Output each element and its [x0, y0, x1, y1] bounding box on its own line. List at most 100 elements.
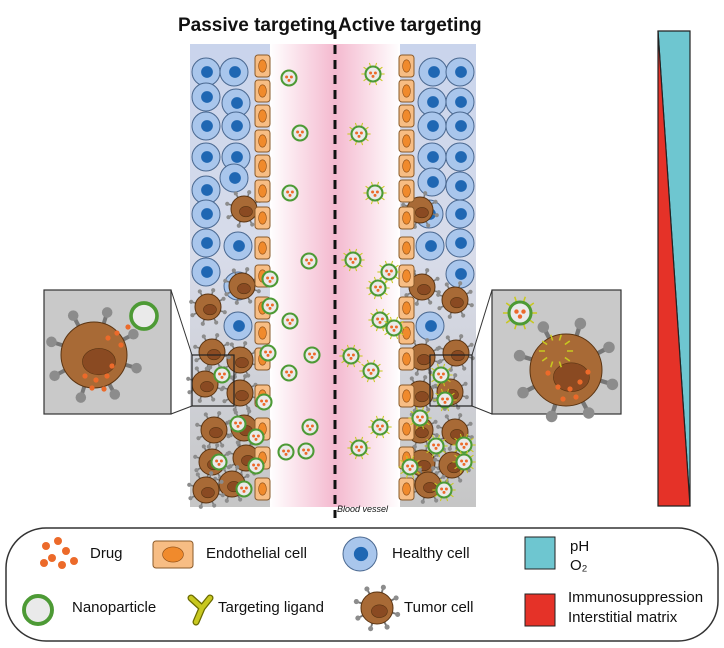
- endothelial-cell: [398, 154, 415, 178]
- healthy-cell: [445, 142, 475, 172]
- legend-icons: [22, 536, 556, 632]
- healthy-cell: [418, 57, 448, 87]
- nanoparticle: [129, 301, 159, 331]
- endothelial-cell: [254, 104, 271, 128]
- healthy-cell: [219, 57, 249, 87]
- legend-tumor-label: Tumor cell: [404, 599, 473, 616]
- nanoparticle: [247, 428, 265, 446]
- healthy-cell: [219, 163, 249, 193]
- left-zoom-frame: [191, 354, 235, 407]
- healthy-cell: [415, 231, 445, 261]
- endothelial-cell: [398, 296, 415, 320]
- legend-healthy-label: Healthy cell: [392, 545, 470, 562]
- healthy-cell: [221, 111, 251, 141]
- drug-dot: [555, 384, 561, 390]
- drug-dot: [585, 369, 591, 375]
- drug-dot: [89, 385, 95, 391]
- legend-drug-label: Drug: [90, 545, 123, 562]
- targeted-nanoparticle: [382, 316, 406, 340]
- nanoparticle: [291, 124, 309, 142]
- nanoparticle: [255, 393, 273, 411]
- endothelial-cell: [254, 321, 271, 345]
- tumor-cell: [186, 365, 224, 403]
- targeted-nanoparticle: [432, 478, 456, 502]
- endothelial-cell: [254, 179, 271, 203]
- healthy-cell: [191, 57, 221, 87]
- healthy-cell: [417, 167, 447, 197]
- drug-dot: [104, 373, 110, 379]
- drug-dot: [114, 330, 120, 336]
- endothelial-cell: [152, 540, 194, 569]
- targeted-nanoparticle: [347, 436, 371, 460]
- tumor-cell: [189, 288, 227, 326]
- drug-dot: [93, 377, 99, 383]
- endothelial-cell: [398, 264, 415, 288]
- drug-dot: [573, 394, 579, 400]
- tumor-cell: [223, 267, 261, 305]
- healthy-cell: [191, 82, 221, 112]
- tumor-cell: [195, 411, 233, 449]
- passive-targeting-title: Passive targeting: [178, 15, 335, 36]
- nanoparticle: [229, 415, 247, 433]
- tumor-cell: [437, 334, 475, 372]
- healthy-cell: [415, 311, 445, 341]
- endothelial-cell: [254, 206, 271, 230]
- endothelial-cell: [254, 79, 271, 103]
- legend-drug-icon: [70, 557, 78, 565]
- nanoparticle: [235, 480, 253, 498]
- active-inset-panel: [491, 289, 622, 423]
- endothelial-cell: [254, 236, 271, 260]
- particle-layer: [210, 62, 476, 502]
- endothelial-cell: [398, 417, 415, 441]
- targeted-nanoparticle: [368, 308, 392, 332]
- tumor-cell: [353, 584, 401, 632]
- passive-inset-panel: [43, 289, 172, 415]
- healthy-cell: [445, 228, 475, 258]
- legend-ligand-icon: [187, 594, 214, 626]
- nanoparticle: [301, 418, 319, 436]
- endothelial-cell: [398, 236, 415, 260]
- zoom-lines: [170, 289, 493, 415]
- legend-ph-swatch: [524, 536, 556, 570]
- nanoparticle: [213, 366, 231, 384]
- legend-drug-icon: [40, 559, 48, 567]
- endothelial-cell: [398, 347, 415, 371]
- targeted-nanoparticle: [366, 276, 390, 300]
- tumor-cell: [187, 471, 225, 509]
- drug-dot: [109, 363, 115, 369]
- legend-nanoparticle-label: Nanoparticle: [72, 599, 156, 616]
- drug-dot: [545, 370, 551, 376]
- legend-drug-icon: [42, 542, 50, 550]
- healthy-cell: [445, 87, 475, 117]
- drug-dot: [567, 386, 573, 392]
- targeted-nanoparticle: [538, 334, 574, 368]
- legend-endothelial-label: Endothelial cell: [206, 545, 307, 562]
- targeted-nanoparticle: [363, 181, 387, 205]
- active-targeting-title: Active targeting: [338, 15, 482, 36]
- nanoparticle: [280, 69, 298, 87]
- endothelial-cell: [254, 154, 271, 178]
- nanoparticle: [22, 594, 54, 626]
- nanoparticle: [300, 252, 318, 270]
- nanoparticle: [297, 442, 315, 460]
- legend-drug-icon: [54, 537, 62, 545]
- legend-drug-icon: [62, 547, 70, 555]
- targeted-nanoparticle: [452, 450, 476, 474]
- tumor-cell: [436, 281, 474, 319]
- legend-immuno-swatch: [524, 593, 556, 627]
- tumor-cell: [193, 333, 231, 371]
- targeted-nanoparticle: [429, 363, 453, 387]
- healthy-cell: [342, 536, 378, 572]
- endothelial-cell: [254, 477, 271, 501]
- drug-dot: [560, 396, 566, 402]
- endothelial-cell: [398, 104, 415, 128]
- healthy-cell: [417, 142, 447, 172]
- healthy-cell: [445, 111, 475, 141]
- drug-dot: [105, 335, 111, 341]
- targeted-nanoparticle: [339, 344, 363, 368]
- targeted-nanoparticle: [347, 122, 371, 146]
- endothelial-cell: [398, 206, 415, 230]
- healthy-cell: [223, 231, 253, 261]
- targeted-nanoparticle: [377, 260, 401, 284]
- targeted-nanoparticle: [424, 434, 448, 458]
